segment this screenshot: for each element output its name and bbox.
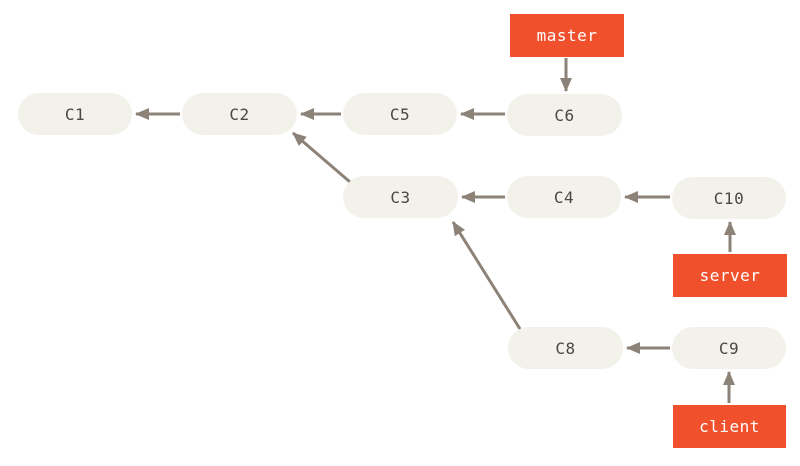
branch-label-server: server [673, 254, 787, 297]
commit-node-c6: C6 [507, 94, 622, 136]
commit-node-c8: C8 [508, 327, 623, 369]
edge-c8-to-c3 [451, 221, 522, 330]
commit-node-c1: C1 [18, 93, 132, 135]
commit-node-c9: C9 [672, 327, 786, 369]
commit-node-c10: C10 [672, 177, 786, 219]
commit-node-c3: C3 [343, 176, 458, 218]
parent-pointer-arrows [135, 58, 736, 403]
commit-node-c5: C5 [343, 93, 457, 135]
edge-c3-to-c2 [292, 131, 351, 184]
commit-node-c2: C2 [182, 93, 297, 135]
commit-node-c4: C4 [507, 176, 621, 218]
branch-label-master: master [510, 14, 624, 57]
branch-label-client: client [673, 405, 786, 448]
